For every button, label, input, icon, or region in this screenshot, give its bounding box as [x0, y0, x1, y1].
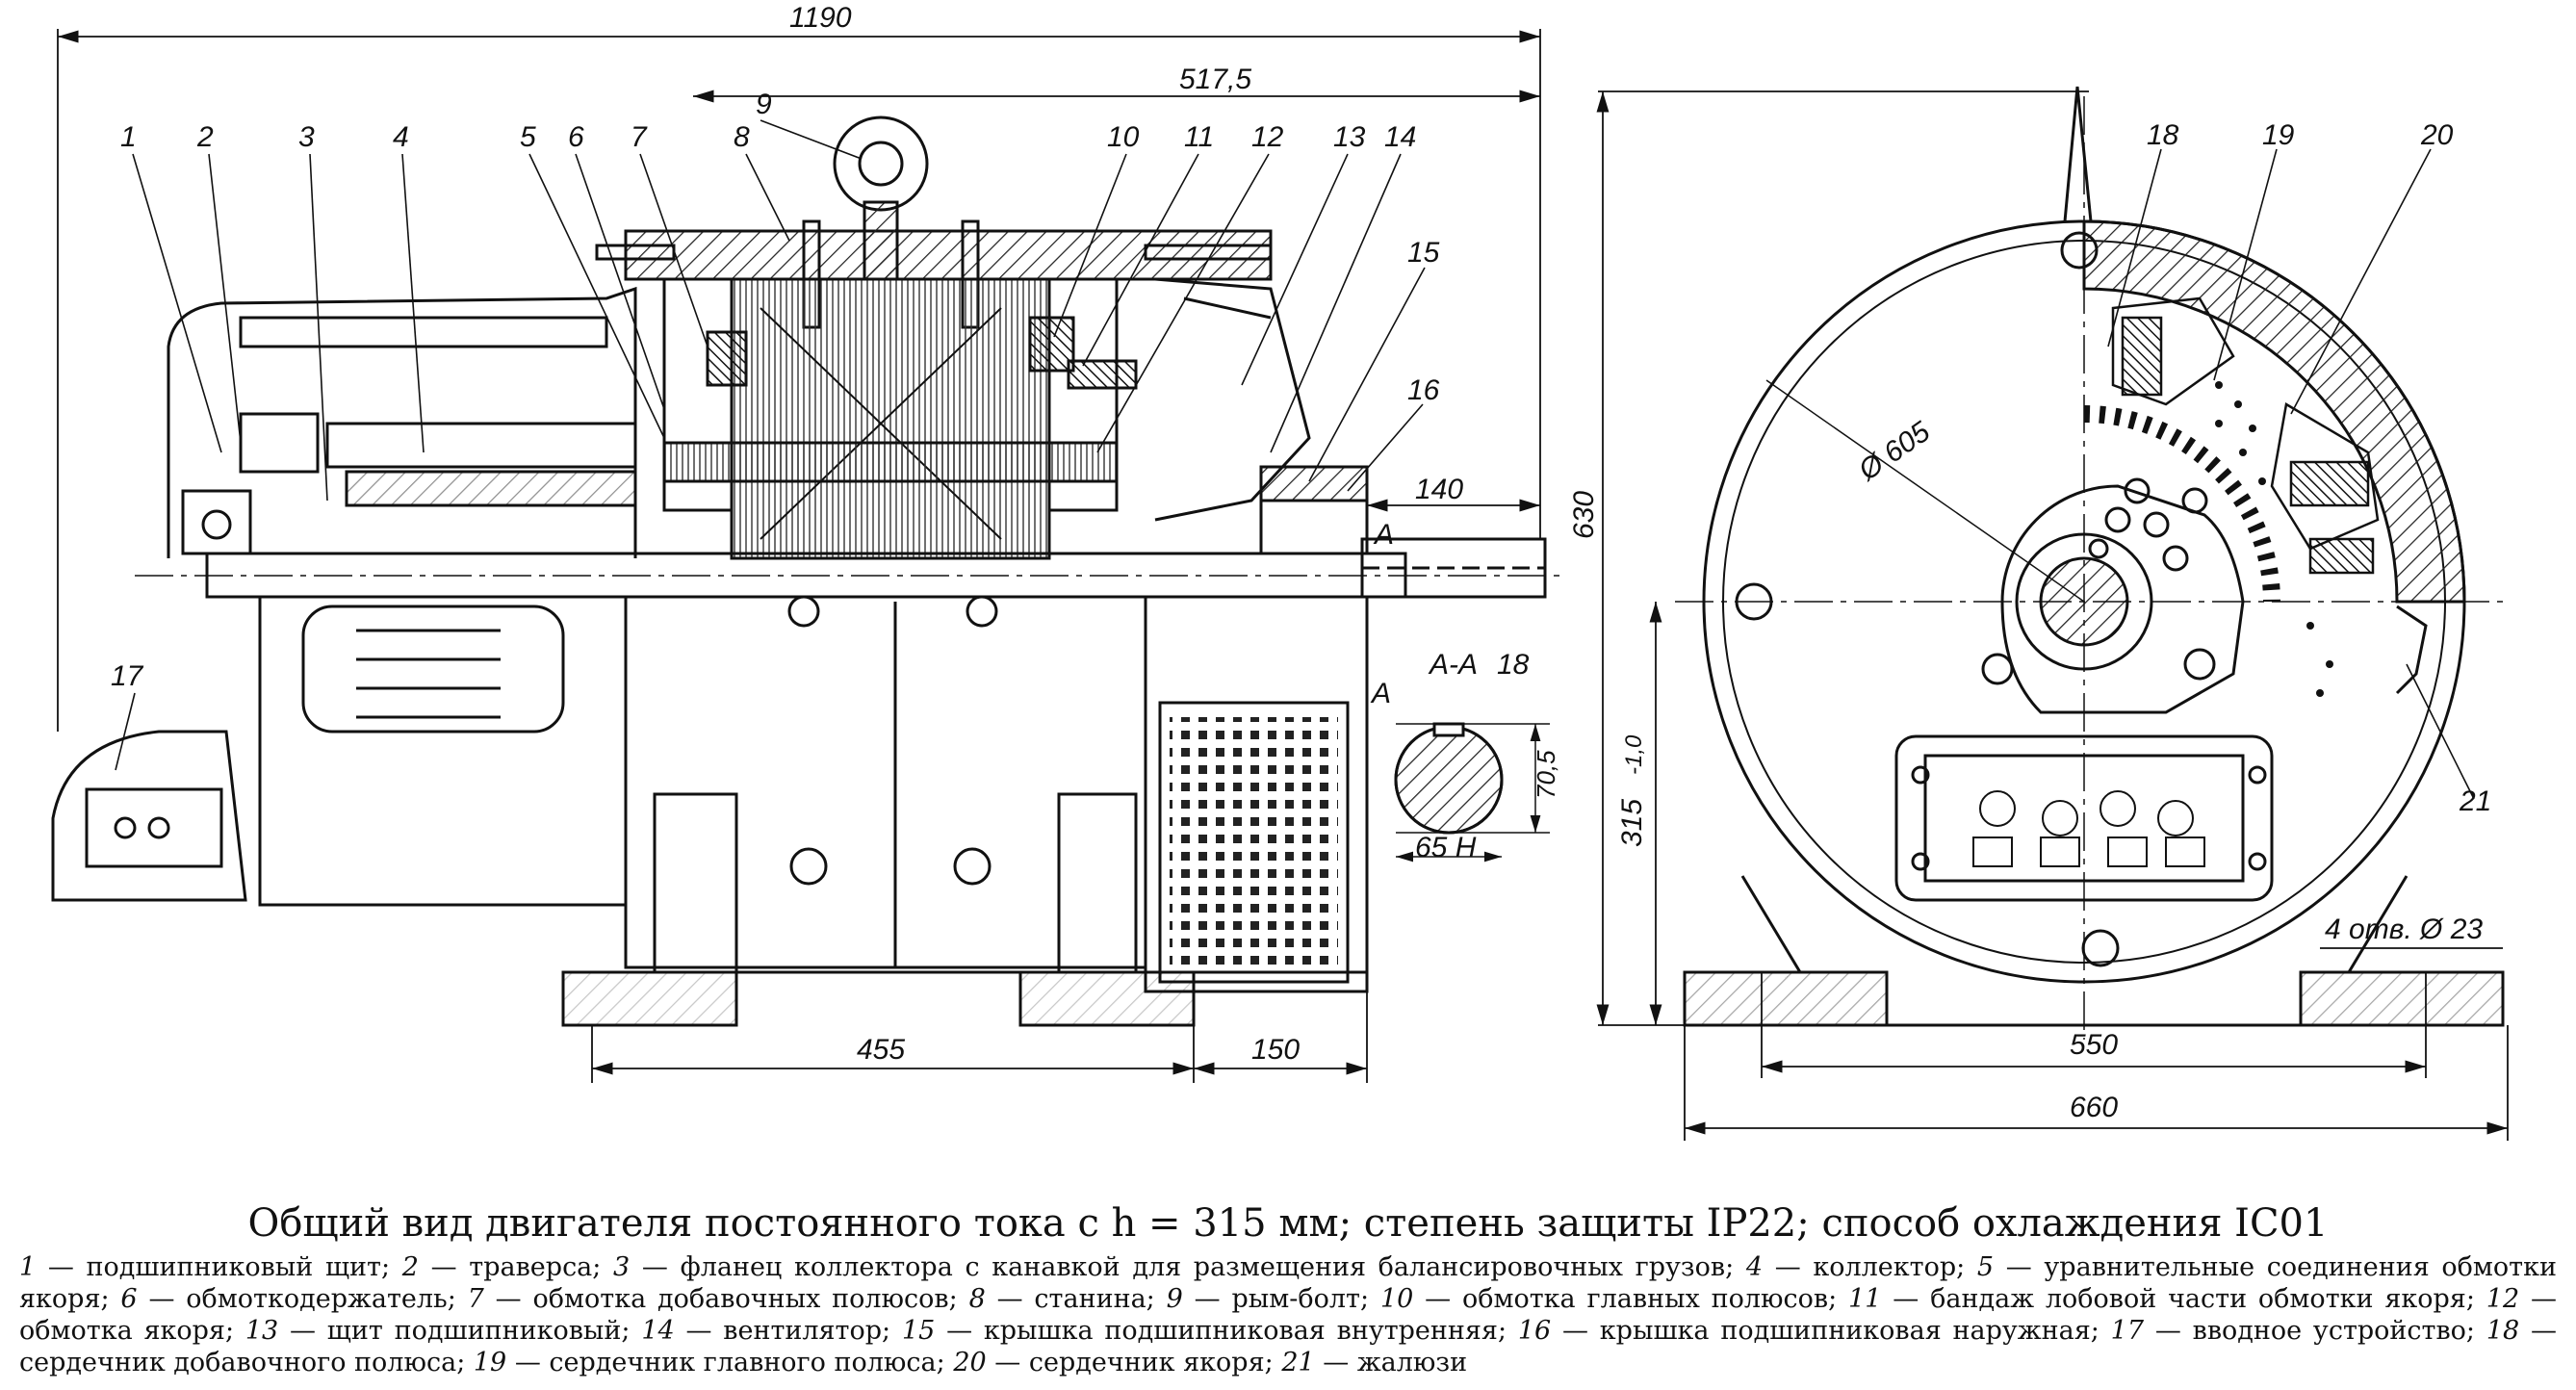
legend-number: 8 [968, 1284, 986, 1314]
technical-drawing: 1190 517,5 140 630 455 150 Ø 605 315 -1,… [51, 2, 2509, 1141]
callout-8: 8 [734, 121, 750, 153]
callout-1: 1 [120, 121, 137, 153]
caption-title: Общий вид двигателя постоянного тока с h… [247, 1201, 2329, 1246]
legend-text: — жалюзи [1314, 1348, 1468, 1377]
legend-text: — обмотка главных полюсов; [1413, 1284, 1849, 1314]
callout-6: 6 [568, 121, 584, 153]
legend-text: — обмотка добавочных полюсов; [483, 1284, 969, 1314]
callout-5: 5 [520, 121, 536, 153]
dim-4-holes: 4 отв. Ø 23 [2325, 914, 2483, 945]
legend-text: — уравнительные соединения обмотки якоря… [19, 1252, 2557, 1314]
legend-text: — вентилятор; [674, 1316, 902, 1346]
callout-13: 13 [1333, 121, 1366, 153]
legend-number: 1 [19, 1252, 37, 1282]
legend-text: — бандаж лобовой части обмотки якоря; [1881, 1284, 2486, 1314]
dim-1190: 1190 [789, 2, 852, 34]
legend-text: — коллектор; [1763, 1252, 1977, 1282]
callout-18: 18 [2147, 119, 2179, 151]
legend-text: — станина; [985, 1284, 1167, 1314]
legend-number: 15 [901, 1316, 936, 1346]
dim-630: 630 [1568, 491, 1600, 539]
dim-660: 660 [2070, 1092, 2118, 1123]
legend-text: — обмотка якоря; [19, 1284, 2557, 1346]
legend-number: 3 [613, 1252, 631, 1282]
legend-number: 18 [2486, 1316, 2520, 1346]
legend-text: — сердечник якоря; [986, 1348, 1282, 1377]
legend-number: 14 [641, 1316, 675, 1346]
dim-diameter-605: Ø 605 [1852, 416, 1936, 488]
callout-3: 3 [298, 121, 315, 153]
callout-20: 20 [2420, 119, 2454, 151]
legend-text: — крышка подшипниковая наружная; [1551, 1316, 2111, 1346]
callout-16: 16 [1407, 374, 1440, 406]
dimension-lines [57, 29, 2509, 1141]
shaft-section-view [1394, 722, 1550, 862]
dim-315-tolerance: -1,0 [1621, 734, 1647, 775]
legend-text: — вводное устройство; [2144, 1316, 2486, 1346]
legend-number: 21 [1281, 1348, 1315, 1377]
callout-14: 14 [1384, 121, 1416, 153]
parts-legend: 1 — подшипниковый щит; 2 — траверса; 3 —… [19, 1251, 2557, 1378]
dim-140: 140 [1415, 474, 1463, 505]
legend-text: — сердечник главного полюса; [506, 1348, 954, 1377]
callout-2: 2 [196, 121, 214, 153]
end-view [1675, 86, 2505, 1040]
callout-10: 10 [1107, 121, 1140, 153]
legend-text: — фланец коллектора с канавкой для разме… [630, 1252, 1746, 1282]
legend-number: 9 [1166, 1284, 1183, 1314]
legend-number: 16 [1517, 1316, 1552, 1346]
callout-4: 4 [393, 121, 409, 153]
legend-number: 4 [1745, 1252, 1764, 1282]
section-mark-a-bottom: A [1370, 678, 1391, 709]
callout-18-section: 18 [1497, 649, 1530, 681]
legend-text: — щит подшипниковый; [278, 1316, 642, 1346]
legend-number: 6 [120, 1284, 138, 1314]
section-label: А-А [1428, 649, 1478, 681]
dim-455: 455 [857, 1034, 905, 1066]
dim-550: 550 [2070, 1029, 2118, 1061]
dim-315: 315 [1616, 799, 1648, 847]
legend-text: — траверса; [418, 1252, 614, 1282]
callout-21: 21 [2459, 785, 2491, 817]
legend-text: — обмоткодержатель; [137, 1284, 468, 1314]
dim-65h: 65 H [1415, 832, 1477, 863]
callout-19: 19 [2262, 119, 2295, 151]
legend-text: — рым-болт; [1182, 1284, 1380, 1314]
callout-9: 9 [756, 89, 772, 120]
section-mark-a-top: A [1373, 519, 1394, 551]
dim-70-5: 70,5 [1532, 750, 1560, 799]
callout-numbers: 1 2 3 4 5 6 7 8 9 10 11 12 13 14 15 16 1… [111, 89, 2491, 817]
legend-number: 5 [1976, 1252, 1995, 1282]
legend-number: 20 [953, 1348, 987, 1377]
dim-517-5: 517,5 [1179, 64, 1251, 95]
legend-number: 11 [1848, 1284, 1882, 1314]
legend-number: 13 [245, 1316, 279, 1346]
side-view [51, 116, 1559, 1027]
legend-number: 17 [2110, 1316, 2145, 1346]
callout-11: 11 [1184, 121, 1214, 153]
legend-number: 2 [401, 1252, 419, 1282]
dimension-labels: 1190 517,5 140 630 455 150 Ø 605 315 -1,… [789, 2, 2483, 1123]
callout-17: 17 [111, 660, 144, 692]
callout-15: 15 [1407, 237, 1440, 269]
callout-7: 7 [631, 121, 648, 153]
legend-number: 10 [1379, 1284, 1414, 1314]
legend-number: 12 [2486, 1284, 2520, 1314]
legend-number: 19 [473, 1348, 507, 1377]
figure-caption: Общий вид двигателя постоянного тока с h… [19, 1201, 2557, 1378]
legend-text: — крышка подшипниковая внутренняя; [935, 1316, 1518, 1346]
dim-150: 150 [1251, 1034, 1300, 1066]
legend-text: — сердечник добавочного полюса; [19, 1316, 2557, 1377]
legend-number: 7 [467, 1284, 484, 1314]
callout-12: 12 [1251, 121, 1284, 153]
callout-leaders [115, 119, 2475, 800]
legend-text: — подшипниковый щит; [36, 1252, 402, 1282]
